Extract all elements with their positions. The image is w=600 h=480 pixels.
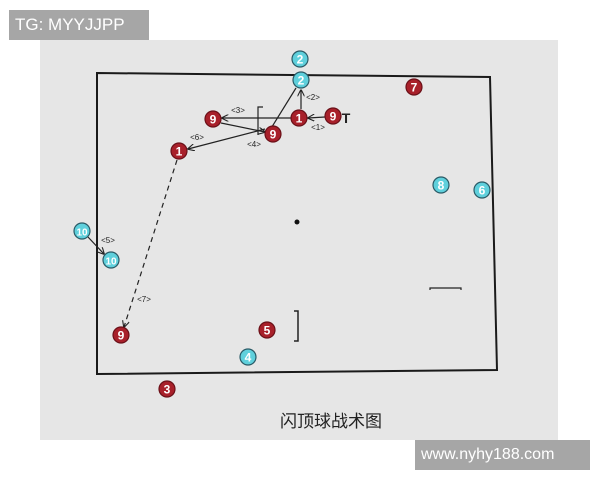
player-offense-9: 9	[324, 107, 342, 125]
svg-text:2: 2	[297, 53, 304, 67]
player-defense-2: 2	[291, 50, 309, 68]
player-offense-3: 3	[158, 380, 176, 398]
screen-mark-top	[257, 106, 263, 135]
player-defense-10: 10	[73, 222, 91, 240]
play-step-label: <2>	[306, 93, 320, 102]
player-offense-7: 7	[405, 78, 423, 96]
svg-text:1: 1	[296, 112, 303, 126]
play-step-label: <6>	[190, 133, 204, 142]
player-defense-6: 6	[473, 181, 491, 199]
watermark-top: TG: MYYJJPP	[9, 10, 149, 40]
play-step-label: T	[342, 110, 351, 126]
player-offense-9: 9	[112, 326, 130, 344]
svg-text:9: 9	[270, 128, 277, 142]
player-offense-9: 9	[204, 110, 222, 128]
screen-mark-right	[429, 287, 462, 290]
svg-text:2: 2	[298, 74, 305, 88]
court-boundary	[96, 71, 499, 376]
watermark-bottom: www.nyhy188.com	[415, 440, 590, 470]
player-defense-8: 8	[432, 176, 450, 194]
svg-text:6: 6	[479, 184, 486, 198]
diagram-caption: 闪顶球战术图	[280, 412, 382, 432]
court-center-dot	[294, 219, 300, 225]
player-defense-4: 4	[239, 348, 257, 366]
play-step-label: <1>	[311, 123, 325, 132]
play-step-label: <3>	[231, 106, 245, 115]
play-step-label: <4>	[247, 140, 261, 149]
svg-text:3: 3	[164, 383, 171, 397]
screen-mark-bottom	[294, 310, 299, 342]
player-offense-9: 9	[264, 125, 282, 143]
play-step-label: <5>	[101, 236, 115, 245]
player-defense-10: 10	[102, 251, 120, 269]
svg-text:9: 9	[330, 110, 337, 124]
svg-text:8: 8	[438, 179, 445, 193]
svg-text:4: 4	[245, 351, 252, 365]
play-step-label: <7>	[137, 295, 151, 304]
svg-text:9: 9	[210, 113, 217, 127]
svg-text:5: 5	[264, 324, 271, 338]
player-offense-1: 1	[290, 109, 308, 127]
svg-text:10: 10	[76, 228, 88, 239]
player-defense-2: 2	[292, 71, 310, 89]
player-offense-1: 1	[170, 142, 188, 160]
svg-text:10: 10	[105, 257, 117, 268]
player-offense-5: 5	[258, 321, 276, 339]
svg-text:9: 9	[118, 329, 125, 343]
svg-text:1: 1	[176, 145, 183, 159]
svg-text:7: 7	[411, 81, 418, 95]
